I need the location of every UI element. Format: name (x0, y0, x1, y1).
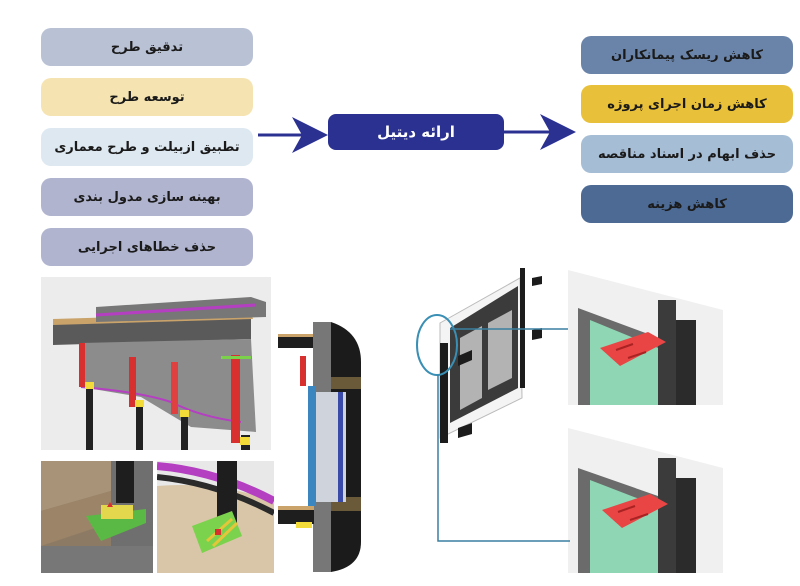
arrow-left-to-center (258, 117, 328, 153)
left-item-label: تدقیق طرح (110, 39, 184, 55)
left-item-module-optimization: بهینه سازی مدول بندی (41, 178, 253, 216)
center-label: ارائه دیتیل (377, 123, 455, 141)
left-item-label: توسعه طرح (109, 89, 185, 105)
section-cut-image (276, 322, 364, 572)
bracket-detail-2-image (157, 461, 274, 573)
left-item-error-removal: حذف خطاهای اجرایی (41, 228, 253, 266)
right-item-label: حذف ابهام در اسناد مناقصه (597, 146, 777, 162)
anchor-detail-bottom-image (568, 428, 723, 573)
right-item-label: کاهش ریسک پیمانکاران (611, 47, 763, 63)
left-item-label: تطبیق ازبیلت و طرح معماری (54, 139, 240, 155)
facade-3d-model-image (41, 277, 271, 450)
arrow-center-to-right (504, 114, 576, 150)
right-item-label: کاهش زمان اجرای پروژه (607, 96, 767, 112)
left-item-design-review: تدقیق طرح (41, 28, 253, 66)
right-item-project-time: کاهش زمان اجرای پروژه (581, 85, 793, 123)
center-detail-box: ارائه دیتیل (328, 114, 504, 150)
left-item-label: بهینه سازی مدول بندی (73, 189, 221, 205)
right-item-label: کاهش هزینه (647, 196, 727, 212)
window-frame-overview-image (410, 268, 560, 448)
left-item-asbuilt-matching: تطبیق ازبیلت و طرح معماری (41, 128, 253, 166)
anchor-detail-top-image (568, 270, 723, 405)
bracket-detail-1-image (41, 461, 153, 573)
left-item-design-development: توسعه طرح (41, 78, 253, 116)
right-item-tender-ambiguity: حذف ابهام در اسناد مناقصه (581, 135, 793, 173)
left-item-label: حذف خطاهای اجرایی (77, 239, 217, 255)
right-item-cost-reduction: کاهش هزینه (581, 185, 793, 223)
right-item-contractor-risk: کاهش ریسک پیمانکاران (581, 36, 793, 74)
